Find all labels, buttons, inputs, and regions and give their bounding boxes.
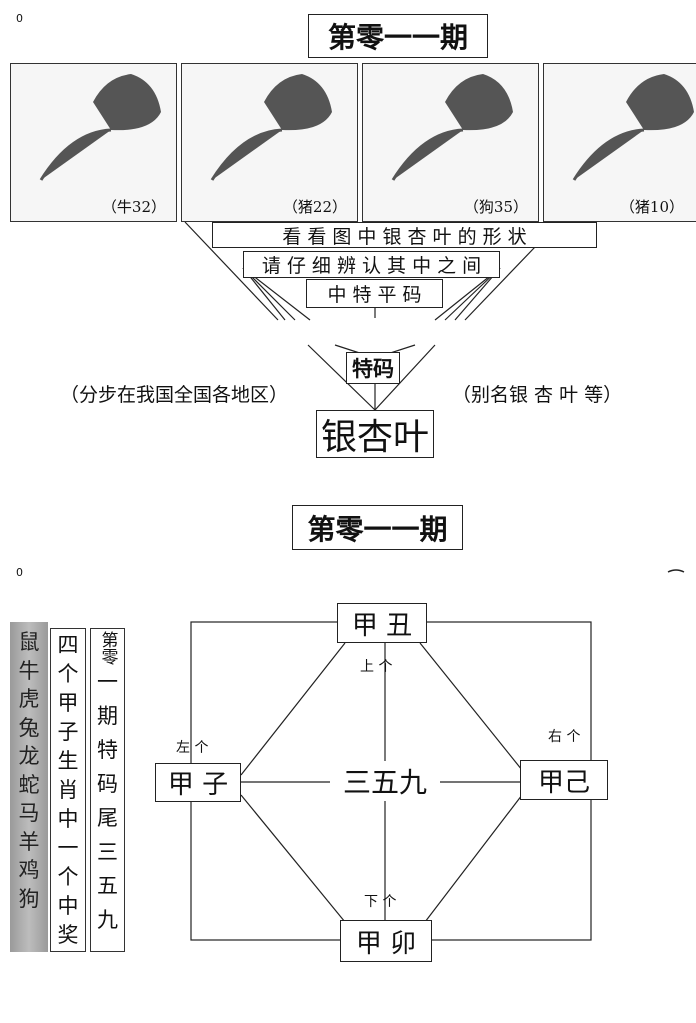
panel-label: （猪22） <box>282 198 347 216</box>
ginkgo-leaf-icon <box>210 74 332 181</box>
column-char: 龙 <box>18 744 40 768</box>
special-code-label: 特码 <box>346 352 400 384</box>
column-char: 一 <box>97 670 118 694</box>
column-char: 生 <box>57 749 79 773</box>
column-char: 三 <box>97 840 118 864</box>
left-label: 左 个 <box>176 740 209 756</box>
tail-column: 第零一期特码尾三五九 <box>90 628 125 952</box>
leaf-panel-3: （狗35） <box>362 63 539 222</box>
left-note: （分步在我国全国各地区） <box>60 384 289 406</box>
column-char: 第零 <box>97 631 118 665</box>
node-left: 甲 子 <box>155 763 241 802</box>
column-char: 九 <box>97 908 118 932</box>
column-char: 奖 <box>57 923 79 947</box>
leaf-panel-1: （牛32） <box>10 63 177 222</box>
column-char: 特 <box>97 738 118 762</box>
column-char: 马 <box>18 801 40 825</box>
node-center: 三五九 <box>330 761 440 801</box>
section-title: 第零一一期 <box>292 505 463 550</box>
column-char: 个 <box>57 865 79 889</box>
column-char: 尾 <box>97 806 118 830</box>
column-char: 中 <box>57 894 79 918</box>
column-char: 鼠 <box>18 630 40 654</box>
column-char: 甲 <box>57 691 79 715</box>
right-note: （别名银 杏 叶 等） <box>452 384 623 406</box>
column-char: 期 <box>97 704 118 728</box>
hint-column: 四个甲子生肖中一个中奖 <box>50 628 86 952</box>
ginkgo-leaf-icon <box>391 74 513 181</box>
corner-mark: 0 <box>16 12 23 25</box>
column-char: 码 <box>97 772 118 796</box>
column-char: 鸡 <box>18 858 40 882</box>
ginkgo-leaf-icon <box>572 74 694 181</box>
bottom-label: 下 个 <box>364 894 397 910</box>
ginkgo-leaf-icon <box>39 74 161 181</box>
hint-line-2: 请 仔 细 辨 认 其 中 之 间 <box>243 251 500 278</box>
column-char: 子 <box>57 720 79 744</box>
hint-line-3: 中 特 平 码 <box>306 279 443 308</box>
corner-mark: 0 <box>16 566 23 579</box>
answer-box: 银杏叶 <box>316 410 434 458</box>
page-title: 第零一一期 <box>308 14 488 58</box>
column-char: 虎 <box>18 687 40 711</box>
right-label: 右 个 <box>548 729 581 745</box>
column-char: 兔 <box>18 715 40 740</box>
top-label: 上 个 <box>360 659 393 675</box>
node-bottom: 甲 卯 <box>340 920 432 962</box>
column-char: 肖 <box>57 778 79 802</box>
column-char: 中 <box>57 807 79 831</box>
leaf-panel-4: （猪10） <box>543 63 696 222</box>
column-char: 四 <box>57 633 79 657</box>
panel-label: （猪10） <box>619 198 684 216</box>
panel-label: （狗35） <box>463 198 528 216</box>
hint-line-1: 看 看 图 中 银 杏 叶 的 形 状 <box>212 222 597 248</box>
column-char: 羊 <box>18 829 40 854</box>
node-right: 甲己 <box>520 760 608 800</box>
column-char: 蛇 <box>18 772 40 797</box>
node-top: 甲 丑 <box>337 603 427 643</box>
column-char: 牛 <box>18 658 40 683</box>
stray-mark <box>667 569 685 573</box>
column-char: 个 <box>57 662 79 686</box>
column-char: 一 <box>57 836 79 860</box>
column-char: 五 <box>97 874 118 898</box>
panel-label: （牛32） <box>101 198 166 216</box>
zodiac-column: 鼠牛虎兔龙蛇马羊鸡狗 <box>10 622 48 952</box>
column-char: 狗 <box>18 886 40 911</box>
leaf-panel-2: （猪22） <box>181 63 358 222</box>
